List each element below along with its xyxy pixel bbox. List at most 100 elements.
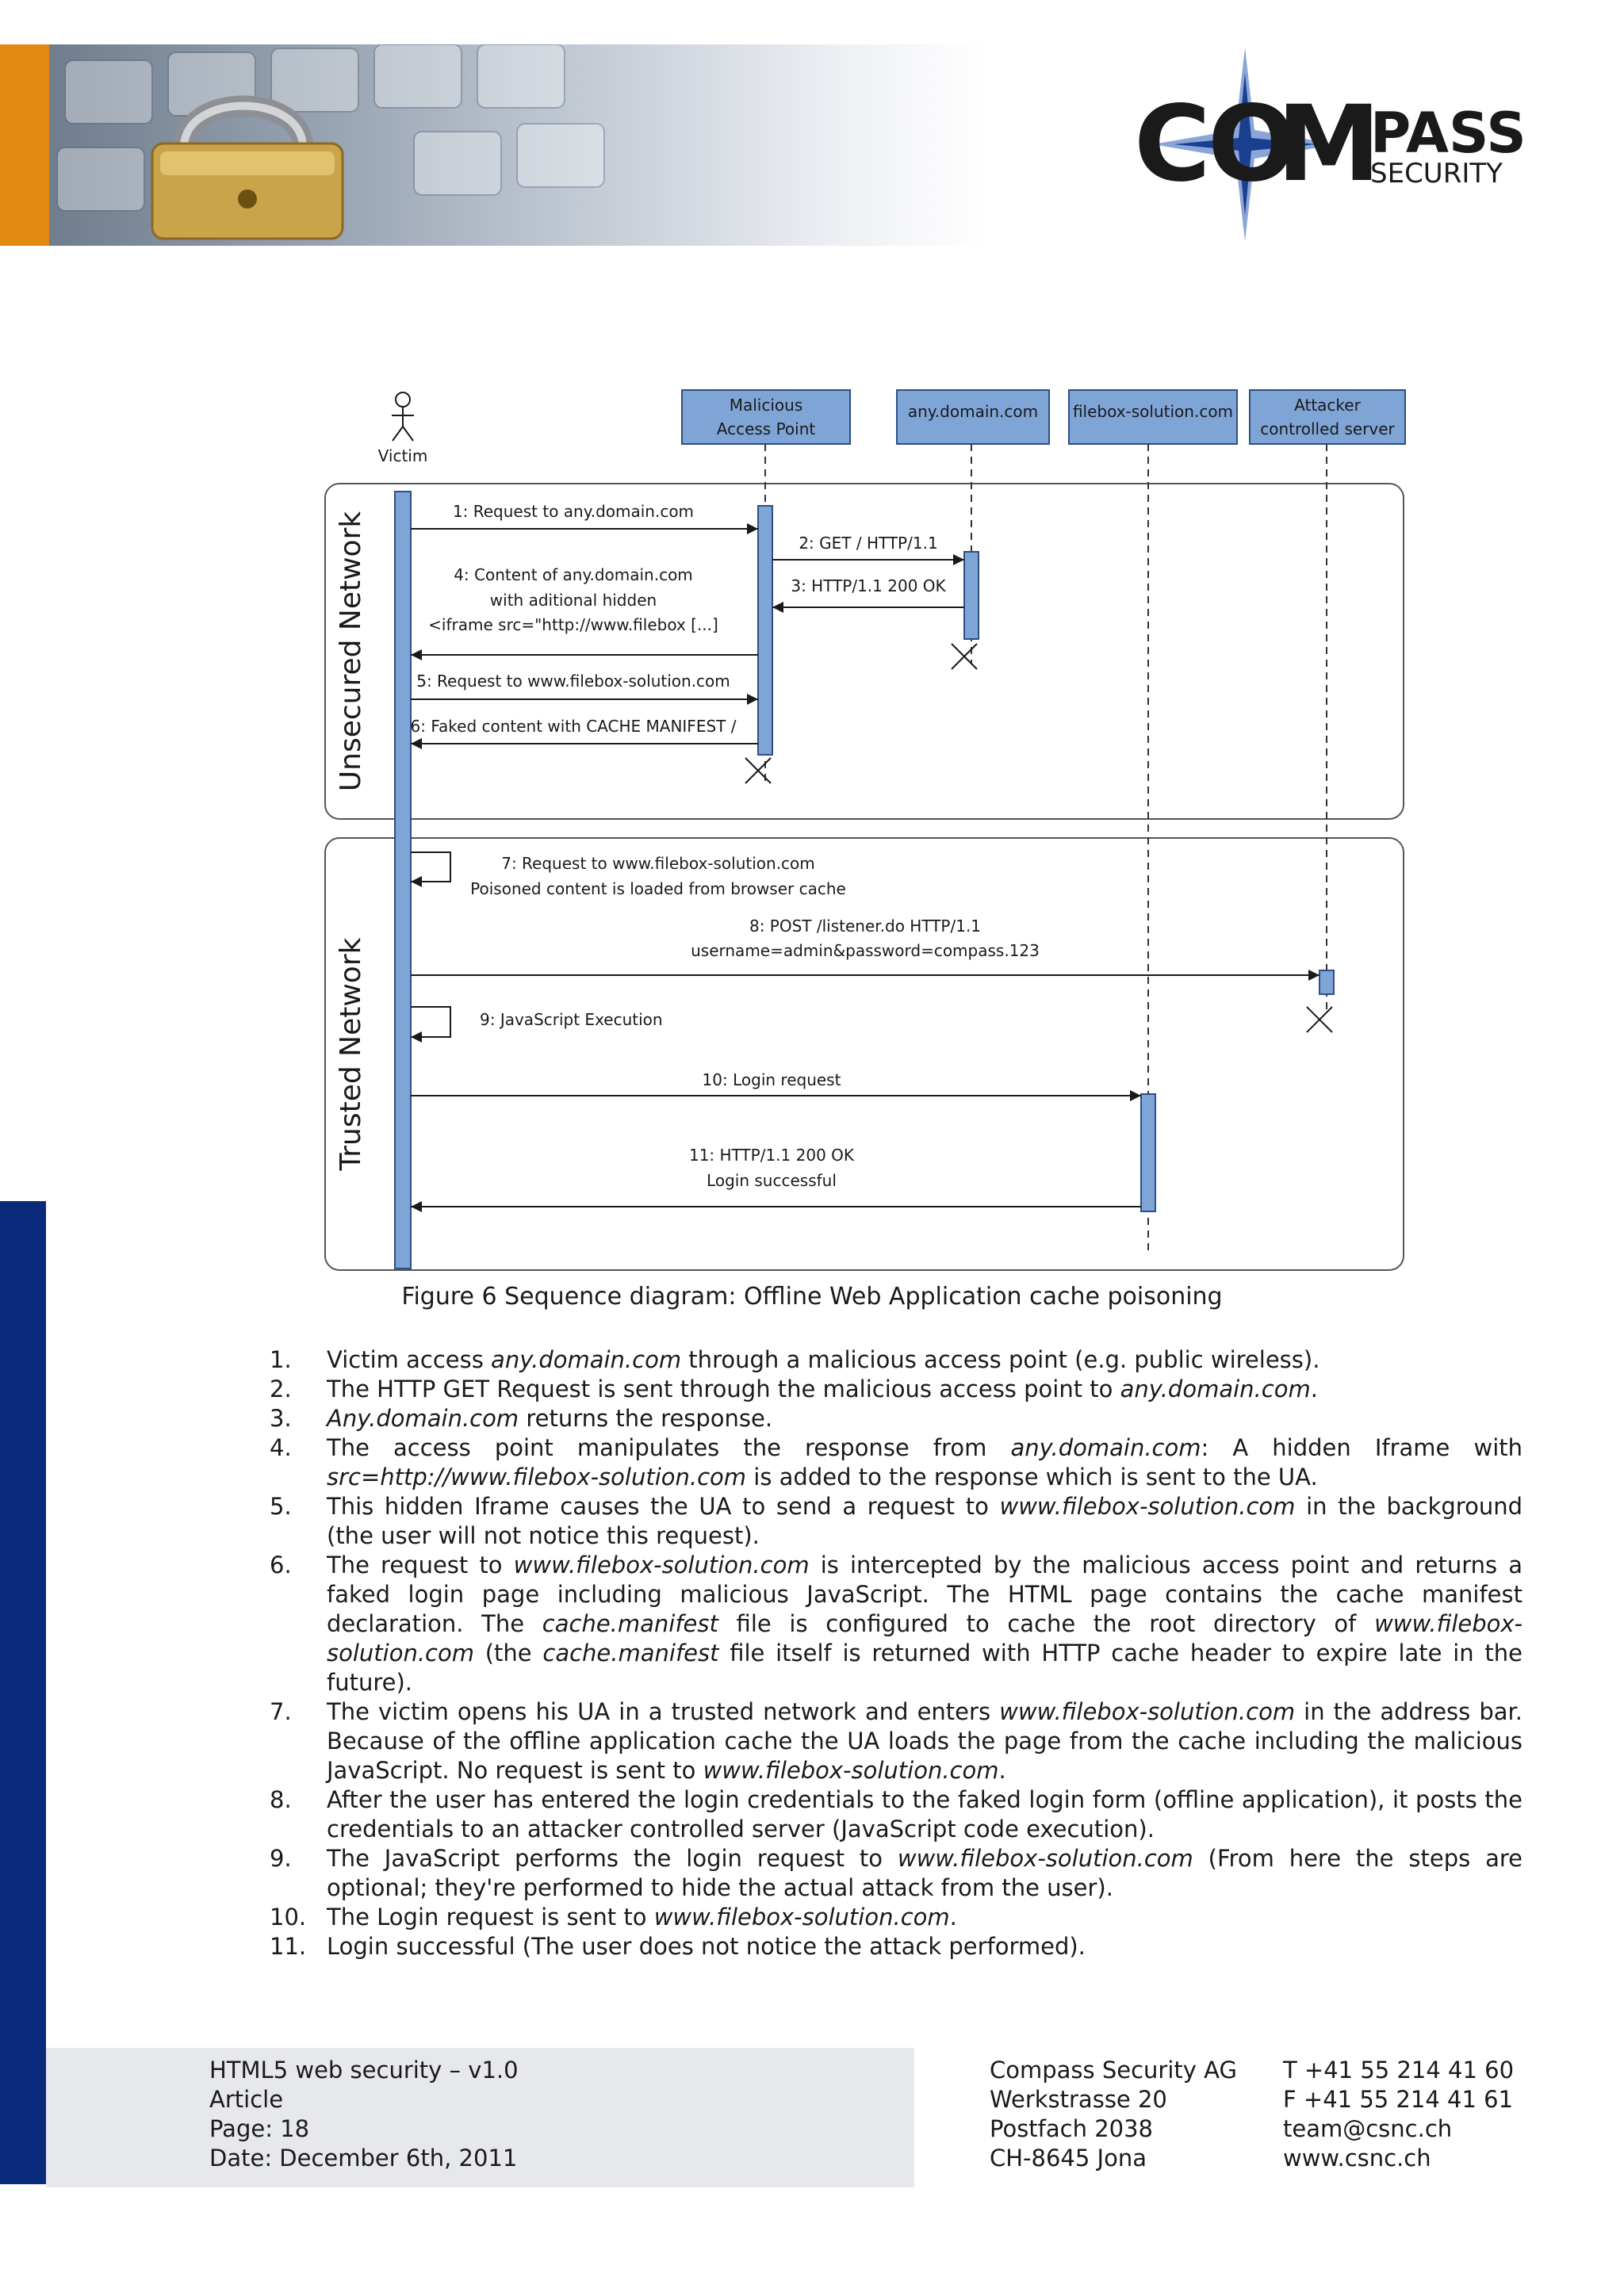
actor-leg xyxy=(403,427,413,441)
footer-company: Compass Security AG xyxy=(990,2056,1237,2085)
step-number: 3. xyxy=(270,1404,292,1433)
self-message-arrow xyxy=(411,1007,450,1037)
compass-security-logo: CO M PASS SECURITY xyxy=(1118,41,1546,247)
footer-doc-type: Article xyxy=(209,2085,519,2114)
actor-label: Malicious xyxy=(730,396,803,415)
footer-address: Compass Security AG Werkstrasse 20 Postf… xyxy=(990,2056,1237,2173)
victim-actor-icon xyxy=(392,392,414,441)
message-label: 11: HTTP/1.1 200 OK xyxy=(689,1146,855,1165)
lifeline-end-mark xyxy=(952,644,977,669)
step-item: 3. Any.domain.com returns the response. xyxy=(270,1404,1522,1433)
step-item: 8.After the user has entered the login c… xyxy=(270,1785,1522,1844)
self-message-arrow xyxy=(411,852,450,882)
steps-list: 1. Victim access any.domain.com through a… xyxy=(270,1345,1522,1961)
step-number: 4. xyxy=(270,1433,292,1463)
step-text-italic: src=http://www.filebox-solution.com xyxy=(327,1464,746,1490)
actor-label: Access Point xyxy=(717,419,816,438)
message-label: 3: HTTP/1.1 200 OK xyxy=(791,576,946,595)
activation-bar xyxy=(964,552,979,639)
footer-doc-info: HTML5 web security – v1.0 Article Page: … xyxy=(209,2056,519,2173)
step-text-italic: Any.domain.com xyxy=(327,1405,519,1432)
step-text: The access point manipulates the respons… xyxy=(327,1434,1010,1461)
padlock-keyboard-banner xyxy=(49,44,985,246)
step-text: The HTTP GET Request is sent through the… xyxy=(327,1376,1120,1402)
message-label: Poisoned content is loaded from browser … xyxy=(470,879,846,898)
step-item: 5.This hidden Iframe causes the UA to se… xyxy=(270,1492,1522,1551)
activation-bar xyxy=(1141,1094,1155,1211)
footer-street: Werkstrasse 20 xyxy=(990,2085,1237,2114)
footer-page-number: Page: 18 xyxy=(209,2114,519,2144)
actor-head xyxy=(396,392,410,407)
network-zone-label: Trusted Network xyxy=(335,937,367,1171)
message-label: username=admin&password=compass.123 xyxy=(691,941,1040,960)
step-text: file is configured to cache the root dir… xyxy=(718,1610,1374,1637)
step-text-italic: www.filebox-solution.com xyxy=(999,1698,1295,1725)
footer-po-box: Postfach 2038 xyxy=(990,2114,1237,2144)
activation-bar xyxy=(395,492,411,1269)
step-item: 10.The Login request is sent to www.file… xyxy=(270,1903,1522,1932)
footer-contact: T +41 55 214 41 60 F +41 55 214 41 61 te… xyxy=(1283,2056,1514,2173)
svg-text:PASS: PASS xyxy=(1370,101,1526,166)
page-footer: HTML5 web security – v1.0 Article Page: … xyxy=(46,2048,1624,2187)
step-item: 9. The JavaScript performs the login requ… xyxy=(270,1844,1522,1903)
orange-accent-bar xyxy=(0,44,49,246)
step-item: 4. The access point manipulates the respo… xyxy=(270,1433,1522,1492)
message-label: 6: Faked content with CACHE MANIFEST / xyxy=(411,717,737,736)
step-text-italic: www.filebox-solution.com xyxy=(898,1845,1193,1872)
message-label: 5: Request to www.filebox-solution.com xyxy=(416,672,730,691)
step-text-italic: cache.manifest xyxy=(542,1610,718,1637)
step-number: 9. xyxy=(270,1844,292,1873)
step-text: Victim access xyxy=(327,1346,491,1373)
step-text-italic: www.filebox-solution.com xyxy=(1000,1493,1296,1520)
lifeline-end-mark xyxy=(1307,1007,1332,1032)
step-text-italic: any.domain.com xyxy=(1010,1434,1201,1461)
step-number: 10. xyxy=(270,1903,306,1932)
message-label: <iframe src="http://www.filebox [...] xyxy=(428,615,718,634)
actor-label: filebox-solution.com xyxy=(1073,402,1233,421)
step-text: The Login request is sent to xyxy=(327,1904,654,1931)
message-label: 1: Request to any.domain.com xyxy=(453,502,694,521)
actor-label: any.domain.com xyxy=(908,402,1038,421)
step-number: 1. xyxy=(270,1345,292,1375)
message-label: 10: Login request xyxy=(703,1070,841,1089)
activation-bar xyxy=(1320,970,1334,994)
step-text: . xyxy=(1311,1376,1318,1402)
message-label: 8: POST /listener.do HTTP/1.1 xyxy=(749,916,981,936)
step-text-italic: www.filebox-solution.com xyxy=(703,1757,999,1784)
footer-date: Date: December 6th, 2011 xyxy=(209,2144,519,2173)
step-text: through a malicious access point (e.g. p… xyxy=(681,1346,1320,1373)
step-item: 11.Login successful (The user does not n… xyxy=(270,1932,1522,1961)
page-header: CO M PASS SECURITY xyxy=(0,0,1624,254)
message-label: 7: Request to www.filebox-solution.com xyxy=(501,854,815,873)
footer-phone: T +41 55 214 41 60 xyxy=(1283,2056,1514,2085)
step-text: The JavaScript performs the login reques… xyxy=(327,1845,898,1872)
svg-text:M: M xyxy=(1277,83,1377,205)
step-text: The request to xyxy=(327,1552,514,1578)
step-text: . xyxy=(950,1904,957,1931)
step-number: 2. xyxy=(270,1375,292,1404)
footer-fax: F +41 55 214 41 61 xyxy=(1283,2085,1514,2114)
step-text: : A hidden Iframe with xyxy=(1201,1434,1522,1461)
step-text: This hidden Iframe causes the UA to send… xyxy=(327,1493,1000,1520)
footer-website: www.csnc.ch xyxy=(1283,2144,1514,2173)
message-label: 4: Content of any.domain.com xyxy=(454,565,693,584)
step-text: returns the response. xyxy=(519,1405,772,1432)
footer-city: CH-8645 Jona xyxy=(990,2144,1237,2173)
footer-email: team@csnc.ch xyxy=(1283,2114,1514,2144)
step-text-italic: cache.manifest xyxy=(542,1640,718,1667)
step-number: 6. xyxy=(270,1551,292,1580)
actor-leg xyxy=(393,427,403,441)
step-number: 8. xyxy=(270,1785,292,1815)
activation-bar xyxy=(758,506,772,755)
step-number: 11. xyxy=(270,1932,306,1961)
step-text-italic: any.domain.com xyxy=(1120,1376,1311,1402)
lifeline-end-mark xyxy=(745,758,771,783)
step-number: 7. xyxy=(270,1697,292,1727)
svg-text:SECURITY: SECURITY xyxy=(1370,158,1503,189)
figure-caption: Figure 6 Sequence diagram: Offline Web A… xyxy=(0,1283,1624,1311)
step-text-italic: any.domain.com xyxy=(491,1346,681,1373)
actor-label: Attacker xyxy=(1294,396,1361,415)
step-text: (the xyxy=(474,1640,542,1667)
step-text-italic: www.filebox-solution.com xyxy=(514,1552,810,1578)
network-zone-frame xyxy=(325,838,1404,1270)
